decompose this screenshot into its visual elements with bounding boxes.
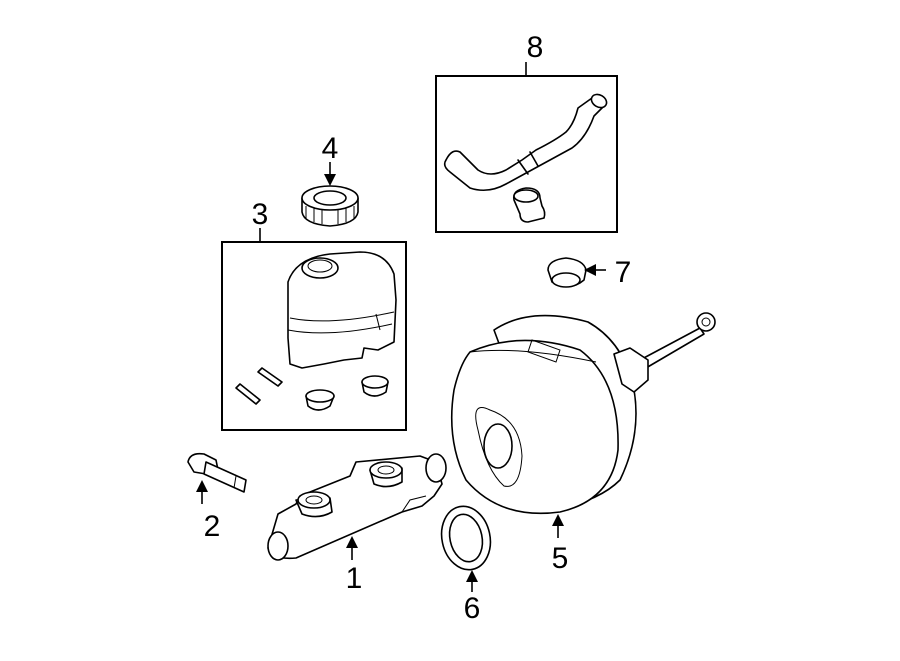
booster-push-rod bbox=[639, 327, 705, 369]
reservoir-pin-1 bbox=[235, 383, 261, 405]
part-2-fluid-level-sensor bbox=[187, 452, 247, 493]
part-5-brake-booster bbox=[450, 312, 716, 515]
arrow-head-4 bbox=[324, 174, 336, 186]
part-8-vacuum-hose-group bbox=[435, 75, 618, 233]
reservoir-filler-neck bbox=[301, 257, 339, 279]
reservoir-pin-2 bbox=[257, 367, 283, 387]
arrow-head-5 bbox=[552, 514, 564, 526]
part-7-grommet bbox=[547, 257, 587, 288]
arrow-head-1 bbox=[346, 536, 358, 548]
vacuum-hose bbox=[443, 97, 607, 192]
booster-front-shell bbox=[450, 339, 619, 515]
callout-7: 7 bbox=[615, 256, 632, 289]
callout-8: 8 bbox=[527, 31, 544, 64]
vacuum-hose-end bbox=[590, 93, 608, 109]
part-1-master-cylinder bbox=[267, 453, 447, 561]
callout-2: 2 bbox=[204, 510, 221, 543]
arrow-head-2 bbox=[196, 480, 208, 492]
callout-5: 5 bbox=[552, 542, 569, 575]
callout-3: 3 bbox=[252, 198, 269, 231]
callout-6: 6 bbox=[464, 592, 481, 625]
part-6-seal bbox=[440, 505, 492, 571]
master-cylinder-bore bbox=[267, 531, 289, 561]
arrow-head-7 bbox=[584, 264, 596, 276]
arrow-head-6 bbox=[466, 570, 478, 582]
part-4-reservoir-cap bbox=[301, 185, 359, 227]
callout-4: 4 bbox=[322, 132, 339, 165]
part-3-reservoir-group bbox=[221, 241, 407, 431]
callout-1: 1 bbox=[346, 562, 363, 595]
push-rod-clevis bbox=[696, 312, 716, 332]
booster-mounting-hub bbox=[483, 423, 513, 469]
